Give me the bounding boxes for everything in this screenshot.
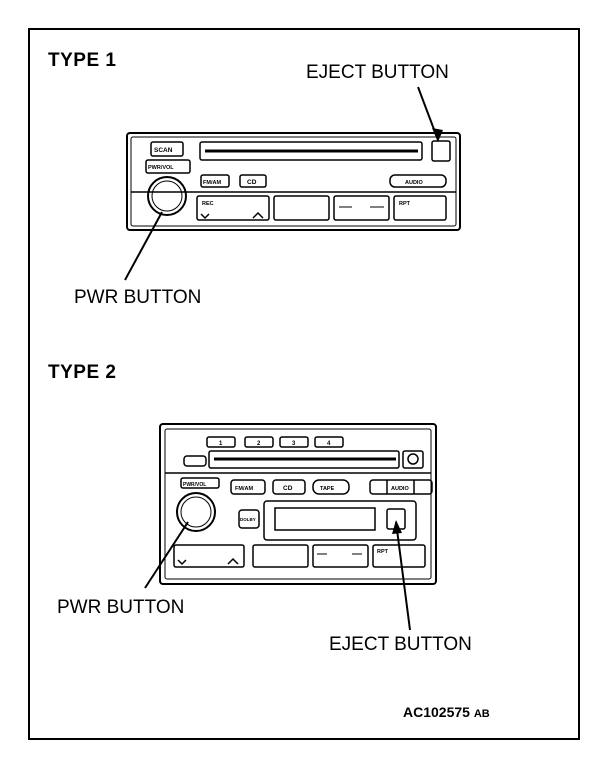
figure-code-suffix: AB — [473, 708, 490, 720]
t2-dolby-text: DOLBY — [240, 517, 256, 522]
type2-head-unit — [159, 423, 437, 585]
t2-fmam-text: FM/AM — [235, 486, 253, 492]
type1-pwr-leader — [124, 211, 163, 281]
t2-pwrvol-text: PWR/VOL — [183, 482, 206, 488]
t2-preset-4: 4 — [327, 441, 331, 447]
t1-cd-text: CD — [247, 179, 257, 186]
type2-eject-label: EJECT BUTTON — [329, 634, 472, 655]
type1-pwr-label: PWR BUTTON — [74, 287, 202, 308]
figure-code: AC102575 AB — [403, 704, 490, 720]
t2-preset-3: 3 — [292, 441, 296, 447]
type2-eject-arrowhead — [392, 520, 402, 534]
type1-heading: TYPE 1 — [48, 50, 117, 71]
t2-preset-2: 2 — [257, 441, 261, 447]
type2-heading: TYPE 2 — [48, 362, 117, 383]
t1-scan-text: SCAN — [154, 147, 173, 154]
t1-audio-text: AUDIO — [405, 180, 423, 186]
t2-rpt-text: RPT — [377, 549, 389, 555]
figure-code-number: AC102575 — [403, 704, 470, 720]
type1-head-unit — [126, 132, 461, 231]
figure-frame — [28, 28, 580, 740]
t1-rec-text: REC — [202, 201, 214, 207]
t1-rpt-text: RPT — [399, 201, 411, 207]
t2-preset-1: 1 — [219, 441, 223, 447]
type2-eject-leader — [395, 521, 411, 631]
type1-eject-arrowhead — [432, 128, 443, 142]
type2-pwr-label: PWR BUTTON — [57, 597, 185, 618]
t2-cd-text: CD — [283, 485, 293, 492]
t2-tape-text: TAPE — [320, 486, 335, 492]
type1-eject-label: EJECT BUTTON — [306, 62, 449, 83]
t1-pwrvol-text: PWR/VOL — [148, 165, 174, 171]
type2-pwr-leader — [144, 521, 189, 589]
t1-fmam-text: FM/AM — [203, 180, 221, 186]
t2-audio-text: AUDIO — [391, 486, 409, 492]
